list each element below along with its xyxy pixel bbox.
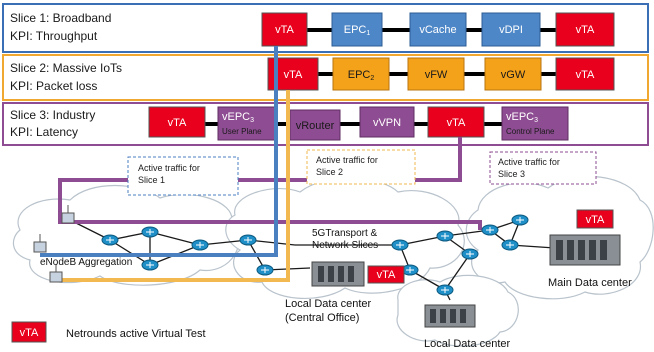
slice-2-vta-label-a: vTA	[284, 69, 303, 81]
slice-1-vcache-box	[409, 12, 467, 47]
callout-slice-2: Active traffic for Slice 2	[306, 149, 416, 185]
router-icon	[511, 214, 529, 226]
antenna-icon	[49, 264, 63, 283]
legend-vta-label: vTA	[20, 327, 39, 339]
slice-3-vrouter-box	[289, 109, 341, 141]
legend: vTA Netrounds active Virtual Test	[11, 321, 206, 343]
local-dc-label-line2: (Central Office)	[285, 312, 359, 324]
svg-text:Slice 2: Slice 2	[316, 167, 343, 177]
slice-3-vta-box-a	[148, 106, 206, 138]
antenna-icon	[61, 205, 75, 224]
slice-2-vgw-label: vGW	[501, 69, 526, 81]
slice-1-vdpi-label: vDPI	[499, 24, 523, 36]
slice-3-vvpn-box	[359, 106, 415, 138]
router-icon	[436, 230, 454, 242]
slice-3-vepc-cp-label: vEPC3	[506, 111, 538, 124]
legend-text: Netrounds active Virtual Test	[66, 328, 206, 340]
router-icon	[391, 239, 409, 251]
slice-1-vcache-label: vCache	[419, 24, 456, 36]
cloud-enodeb	[12, 185, 240, 286]
slice-1-vdpi-box	[481, 12, 541, 47]
slice-1-epc-box	[331, 12, 383, 47]
slice-1-kpi: KPI: Throughput	[10, 29, 98, 43]
local-dc-label-line1: Local Data center	[285, 298, 372, 310]
slice-3-vrouter-label: vRouter	[296, 120, 335, 132]
slice-2-vgw-box	[484, 57, 542, 91]
slice-3-traffic-path	[58, 137, 482, 230]
slice-2-epc-label: EPC2	[348, 69, 375, 82]
slice-2-vfw-label: vFW	[425, 69, 448, 81]
enodeb-antennas	[33, 205, 75, 283]
slice-2-name: Slice 2: Massive IoTs	[10, 61, 122, 75]
router-icon	[401, 264, 419, 276]
router-icon	[256, 264, 274, 276]
slice-3-vepc-up-sublabel: User Plane	[222, 127, 262, 136]
slice-1-vta-label-b: vTA	[576, 24, 595, 36]
slice-1-traffic-path	[40, 46, 278, 257]
slice-3-vepc-up-label: vEPC3	[222, 111, 254, 124]
router-icon	[461, 248, 479, 260]
router-icon	[501, 239, 519, 251]
local-dc-building-icon	[311, 261, 365, 287]
main-dc-building-icon	[549, 234, 621, 266]
main-dc-vta-tag	[576, 209, 614, 229]
slice-2-kpi: KPI: Packet loss	[10, 79, 97, 93]
slice-3-vvpn-label: vVPN	[373, 117, 401, 129]
callout-slice-1: Active traffic for Slice 1	[127, 156, 239, 196]
slice-2-vta-label-b: vTA	[576, 69, 595, 81]
slice-2-traffic-path	[60, 90, 290, 282]
router-icon	[239, 234, 257, 246]
transport-label-line1: 5GTransport &	[312, 228, 378, 239]
slice-1-vta-label-a: vTA	[275, 24, 294, 36]
slice-2-vfw-box	[407, 57, 465, 91]
router-icon	[101, 234, 119, 246]
main-dc-label: Main Data center	[548, 277, 632, 289]
slice-1-vta-box-a	[261, 12, 308, 47]
svg-text:Slice 1: Slice 1	[138, 175, 165, 185]
router-icon	[191, 239, 209, 251]
svg-text:Slice 3: Slice 3	[498, 169, 525, 179]
slice-1-name: Slice 1: Broadband	[10, 11, 111, 25]
routers	[101, 214, 529, 296]
local-dc-vta-tag	[367, 265, 405, 284]
svg-text:Active traffic for: Active traffic for	[138, 163, 200, 173]
callout-slice-3: Active traffic for Slice 3	[489, 151, 597, 185]
local-dc-vta-label: vTA	[377, 269, 396, 281]
slice-3-vta-label-b: vTA	[447, 117, 466, 129]
slice-1-vta-box-b	[555, 12, 615, 47]
antenna-icon	[33, 234, 47, 253]
router-icon	[141, 259, 159, 271]
slice-3-vta-label-a: vTA	[168, 117, 187, 129]
local-dc2-building-icon	[424, 304, 476, 328]
main-dc-vta-label: vTA	[586, 214, 605, 226]
slice-3-kpi: KPI: Latency	[10, 125, 78, 139]
slice-2-vta-box-b	[555, 57, 615, 91]
svg-text:Active traffic for: Active traffic for	[498, 157, 560, 167]
transport-label-line2: Network Slices	[312, 240, 378, 251]
enodeb-label: eNodeB Aggregation	[40, 257, 132, 268]
slice-2-epc-box	[332, 57, 390, 91]
slice-3-vepc-cp-sublabel: Control Plane	[506, 127, 555, 136]
slice-1-epc-label: EPC1	[344, 24, 371, 37]
slice-2-row: Slice 2: Massive IoTs KPI: Packet loss v…	[2, 54, 649, 101]
router-icon	[141, 226, 159, 238]
router-icon	[481, 224, 499, 236]
slice-3-vta-box-b	[427, 106, 485, 138]
slice-1-row: Slice 1: Broadband KPI: Throughput vTA E…	[2, 3, 649, 53]
legend-vta-box	[11, 321, 47, 343]
svg-text:Active traffic for: Active traffic for	[316, 155, 378, 165]
slice-3-vepc-cp-box	[501, 106, 569, 141]
local-dc2-label: Local Data center	[424, 338, 511, 350]
router-icon	[436, 284, 454, 296]
slice-3-name: Slice 3: Industry	[10, 108, 95, 122]
slice-3-row: Slice 3: Industry KPI: Latency vTA vEPC3…	[2, 102, 649, 146]
